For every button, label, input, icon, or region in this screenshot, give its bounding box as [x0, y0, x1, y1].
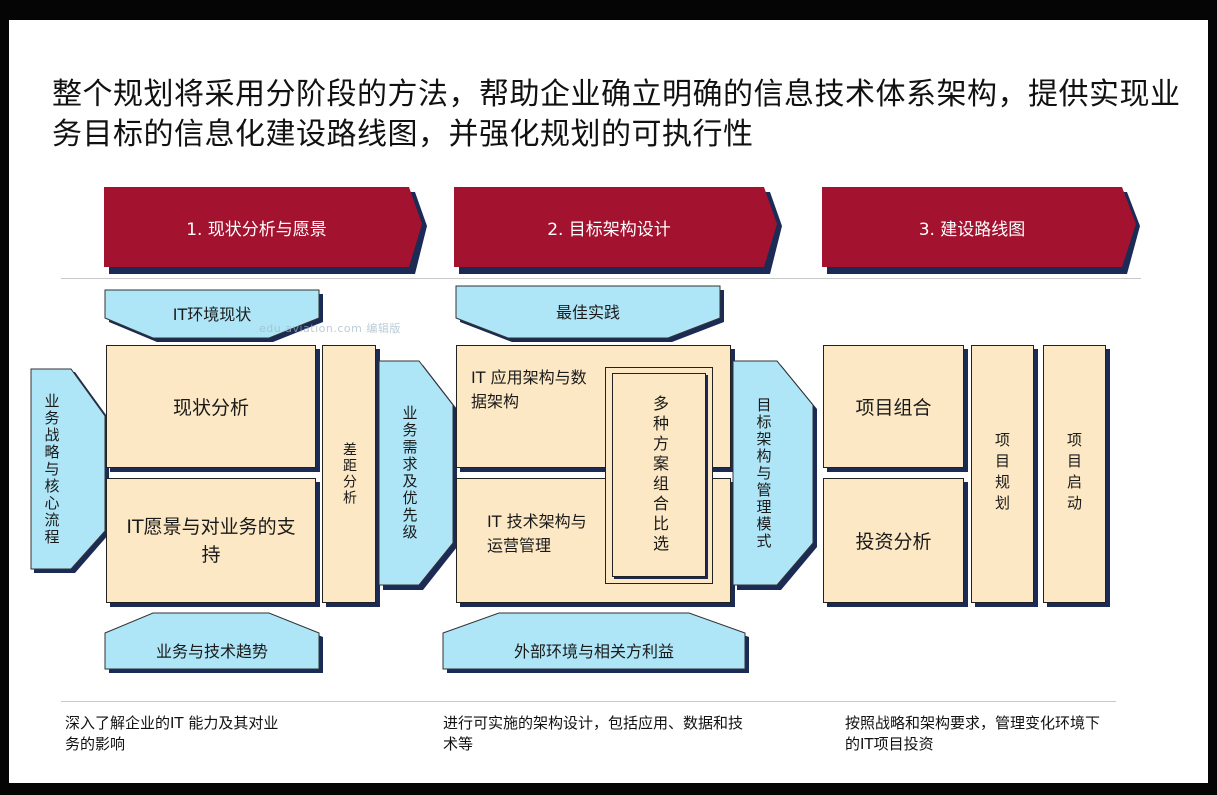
gap-analysis-label: 差距分析 [341, 442, 357, 506]
target-architecture-output-label: 目标架构与管理模式 [754, 396, 773, 550]
footer-phase-1: 深入了解企业的IT 能力及其对业务的影响 [65, 714, 279, 753]
divider-bottom [61, 701, 1116, 702]
phase-chevron-2 [454, 187, 782, 274]
it-env-input-label: IT环境现状 [172, 305, 252, 324]
title-line-2: 务目标的信息化建设路线图，并强化规划的可执行性 [52, 117, 754, 152]
slide: 整个规划将采用分阶段的方法，帮助企业确立明确的信息技术体系架构，提供实现业 务目… [9, 20, 1208, 783]
investment-analysis-box [823, 478, 964, 603]
best-practice-input-label: 最佳实践 [555, 303, 620, 322]
external-env-input-arrow [442, 612, 749, 673]
phase-chevron-3 [822, 187, 1140, 274]
trends-input-label: 业务与技术趋势 [155, 642, 268, 661]
phase-2-label: 2. 目标架构设计 [547, 219, 671, 240]
external-env-input-label: 外部环境与相关方利益 [513, 642, 674, 661]
project-launch-label: 项目启动 [1065, 432, 1083, 516]
project-planning-label: 项目规划 [993, 432, 1011, 516]
title-line-1: 整个规划将采用分阶段的方法，帮助企业确立明确的信息技术体系架构，提供实现业 [52, 77, 1181, 112]
investment-analysis-label: 投资分析 [855, 531, 932, 553]
footer-phase-2: 进行可实施的架构设计，包括应用、数据和技术等 [443, 714, 744, 753]
watermark: edu.aviation.com 编辑版 [259, 322, 401, 335]
strategy-input-label: 业务战略与核心流程 [42, 392, 61, 546]
requirements-output-label: 业务需求及优先级 [400, 405, 419, 541]
app-architecture-label: IT 应用架构与数据架构 [471, 368, 587, 411]
page-title: 整个规划将采用分阶段的方法，帮助企业确立明确的信息技术体系架构，提供实现业 务目… [52, 75, 1192, 155]
phase-1-label: 1. 现状分析与愿景 [186, 219, 327, 240]
it-vision-box [106, 478, 316, 603]
option-comparison-label: 多种方案组合比选 [650, 395, 669, 555]
tech-architecture-label: IT 技术架构与运营管理 [487, 512, 587, 555]
best-practice-input-arrow [455, 285, 724, 342]
trends-input-arrow [104, 612, 323, 673]
project-planning-box [971, 345, 1034, 603]
divider-top [61, 278, 1141, 279]
project-launch-box [1043, 345, 1106, 603]
current-state-label: 现状分析 [172, 397, 249, 419]
gap-analysis-box [322, 345, 376, 603]
it-env-input-arrow [104, 289, 323, 342]
phase-3-label: 3. 建设路线图 [918, 219, 1026, 240]
requirements-output-arrow [378, 360, 457, 590]
it-vision-label: IT愿景与对业务的支持 [126, 515, 296, 566]
footer-phase-3: 按照战略和架构要求，管理变化环境下的IT项目投资 [845, 714, 1101, 753]
option-comparison-inner [612, 373, 706, 577]
phase-chevron-1 [104, 187, 427, 274]
project-portfolio-box [823, 345, 964, 468]
strategy-input-arrow [30, 368, 109, 573]
target-architecture-output-arrow [732, 360, 817, 590]
project-portfolio-label: 项目组合 [855, 397, 932, 419]
current-state-box [106, 345, 316, 468]
